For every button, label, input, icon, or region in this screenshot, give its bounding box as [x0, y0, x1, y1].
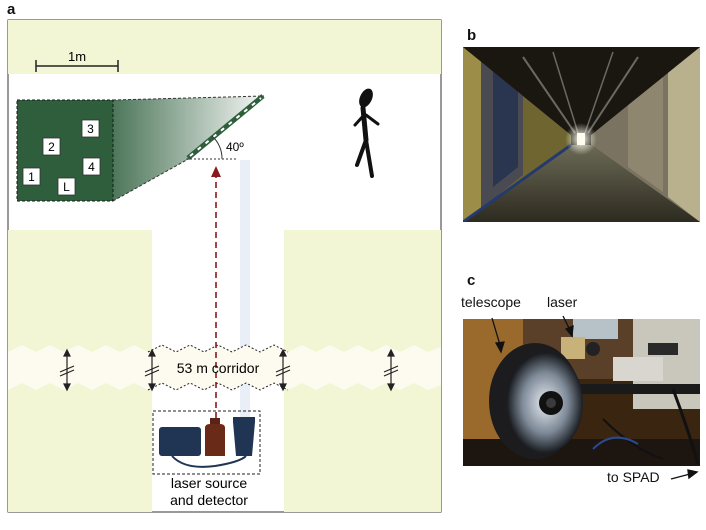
svg-text:L: L: [63, 180, 70, 194]
panel-a-letter: a: [7, 1, 16, 18]
detector-bottle: [205, 418, 225, 456]
svg-text:1: 1: [28, 170, 35, 184]
marker-2: 2: [42, 137, 61, 156]
corridor-diagram: 1m 1 2 3 4 L 40º 53 m corri: [7, 19, 442, 513]
setup-photo: [463, 319, 700, 466]
svg-text:2: 2: [48, 140, 55, 154]
angle-arc: [211, 135, 223, 160]
laser-unit: [159, 427, 201, 456]
top-wall: [8, 20, 441, 74]
corridor-glow: [240, 160, 250, 430]
spad-arrow: [670, 469, 699, 480]
wall-view-cone: [113, 96, 264, 201]
marker-3: 3: [81, 119, 100, 138]
scale-label: 1m: [68, 49, 86, 64]
hidden-person-icon: [353, 88, 380, 178]
svg-text:3: 3: [87, 122, 94, 136]
marker-l: L: [57, 177, 76, 196]
cable: [171, 455, 247, 468]
angle-label: 40º: [226, 140, 244, 154]
break-band: [8, 345, 441, 390]
cone-edge-top: [112, 95, 265, 101]
svg-text:4: 4: [88, 160, 95, 174]
panel-b-letter: b: [467, 27, 477, 44]
marker-4: 4: [82, 157, 101, 176]
break-arrow-corridor-left: [144, 348, 160, 392]
scale-bar: [35, 60, 119, 72]
break-arrow-right-wall: [383, 348, 399, 392]
corridor-photo: [463, 47, 700, 222]
telescope-label: telescope: [461, 294, 521, 310]
panel-c-letter: c: [467, 272, 476, 289]
optics-unit: [233, 417, 255, 456]
marker-1: 1: [22, 167, 41, 186]
laser-label: laser: [547, 294, 578, 310]
break-arrow-left-wall: [59, 348, 75, 392]
laser-arrowhead: [211, 166, 221, 177]
break-arrow-corridor-right: [275, 348, 291, 392]
source-label-line1: laser source: [171, 475, 247, 491]
spad-label: to SPAD: [607, 469, 660, 485]
corridor-label: 53 m corridor: [177, 360, 260, 376]
source-label-line2: and detector: [170, 492, 248, 508]
cone-edge-bottom: [112, 156, 193, 202]
